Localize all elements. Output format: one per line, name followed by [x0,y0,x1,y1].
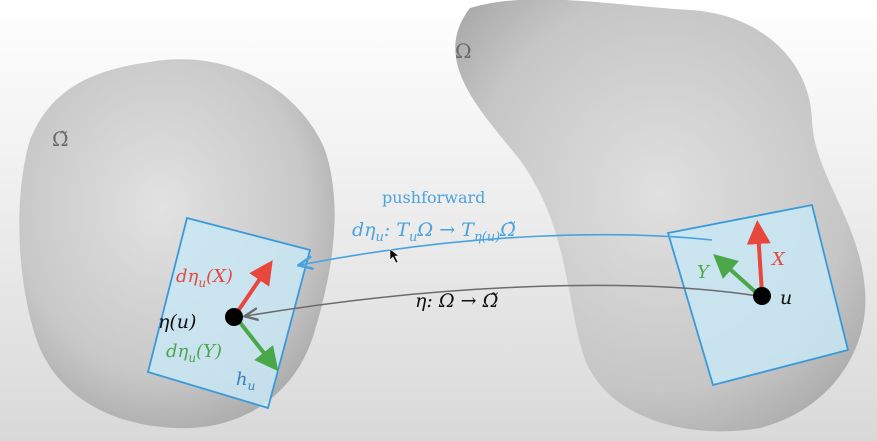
label-y: Y [697,262,711,283]
map-formula: η: Ω → Ω̃ [415,290,498,312]
point-u [753,287,771,305]
label-push-y: dηu(Y) [166,341,222,365]
label-omega-tilde: Ω̃ [52,127,69,151]
cursor-icon [389,248,400,264]
label-push-x: dηu(X) [176,266,233,290]
vector-y-arrow [713,253,762,298]
pushforward-formula: dηu: TuΩ → Tη(u)Ω̃ [352,219,516,245]
pushforward-arrow [300,233,713,265]
push-x-arrow [234,260,273,316]
push-y-arrow [236,318,279,372]
label-x: X [770,249,786,270]
point-eta-u [225,308,243,326]
label-eta-u: η(u) [158,311,196,333]
vector-x-arrow [746,220,771,294]
pushforward-title: pushforward [382,188,485,207]
label-h-u: hu [236,369,255,393]
label-u: u [780,287,792,309]
label-omega: Ω [455,39,472,63]
map-arrow-eta [246,284,759,316]
